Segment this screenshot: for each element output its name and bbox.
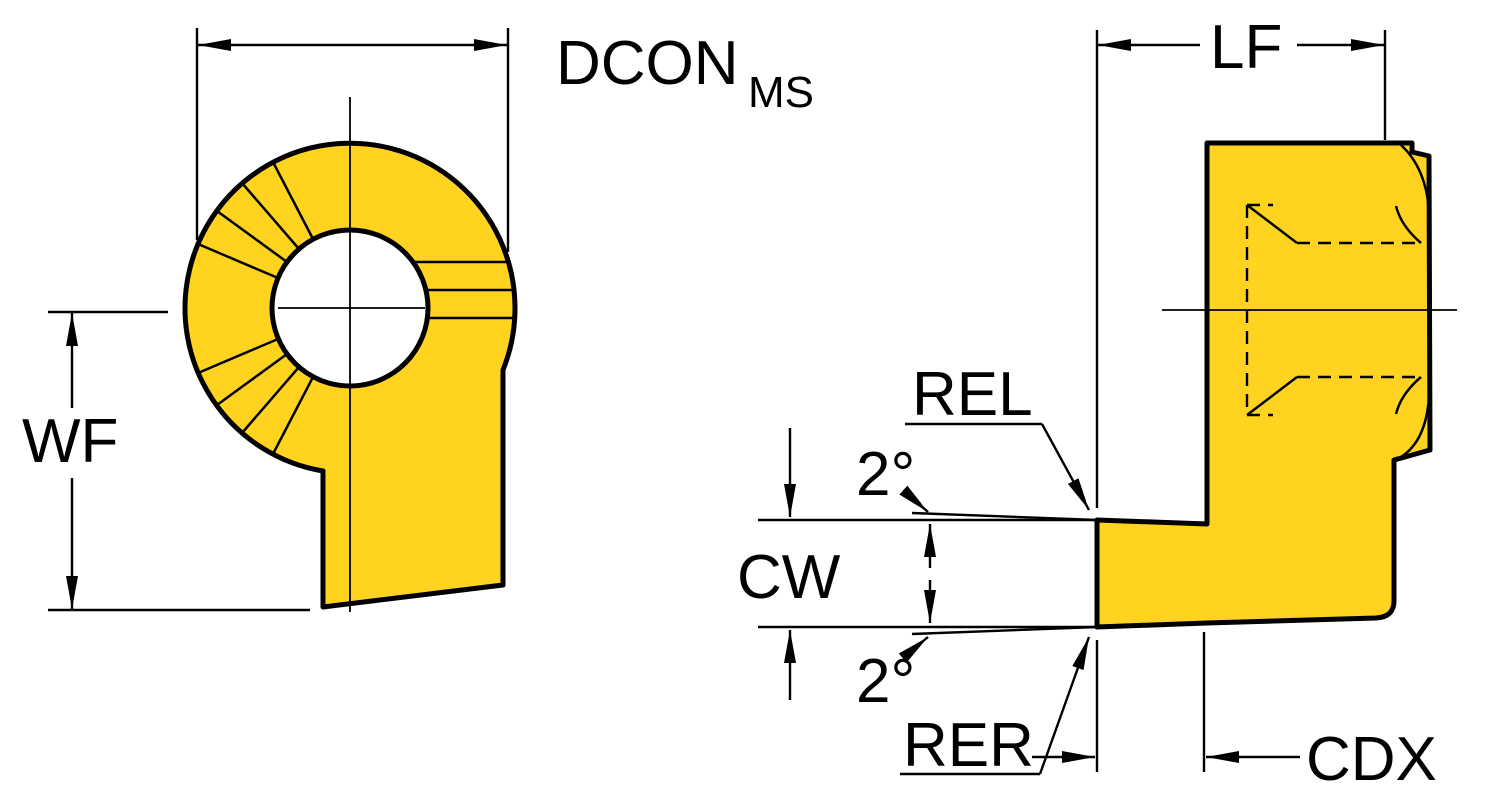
serration-line xyxy=(197,242,279,280)
serration-line xyxy=(216,352,288,407)
serration-line xyxy=(216,209,288,264)
countersink-edge xyxy=(1246,376,1298,416)
countersink-edge xyxy=(1246,204,1298,244)
side-view: LF REL 2° CW 2° RER xyxy=(737,13,1457,794)
lf-label: LF xyxy=(1210,13,1282,82)
bottom-angle-label: 2° xyxy=(856,647,915,716)
bottom-taper-line xyxy=(911,625,1098,636)
rer-leader xyxy=(1038,636,1091,775)
cw-label: CW xyxy=(737,543,841,612)
wf-label: WF xyxy=(22,407,118,476)
rer-label: RER xyxy=(903,711,1034,780)
front-serration-lines xyxy=(197,161,515,455)
rel-leader xyxy=(1040,423,1091,511)
bottom-angle-callout: 2° xyxy=(856,580,936,716)
countersink-arc xyxy=(1394,205,1422,244)
serration-line xyxy=(197,337,279,375)
dcon-dimension: DCON MS xyxy=(195,28,814,252)
silhouette-arc xyxy=(1400,396,1431,459)
cw-dimension: CW xyxy=(737,428,841,700)
countersink-arc xyxy=(1394,376,1422,415)
front-view: DCON MS WF xyxy=(22,28,814,612)
serration-line xyxy=(241,182,300,250)
cylinder-silhouette-arcs xyxy=(1400,144,1431,459)
bottom-angle-leader xyxy=(898,636,929,663)
insert-side-body xyxy=(1094,140,1433,630)
silhouette-arc xyxy=(1400,144,1431,212)
cdx-label: CDX xyxy=(1306,725,1437,794)
rel-callout: REL xyxy=(905,360,1091,511)
top-angle-label: 2° xyxy=(856,440,915,509)
cdx-dimension: CDX xyxy=(1032,632,1437,794)
wf-dimension: WF xyxy=(22,310,310,612)
dcon-label: DCON xyxy=(556,29,739,98)
rer-callout: RER xyxy=(900,636,1091,780)
lf-dimension: LF xyxy=(1095,13,1387,508)
serration-line xyxy=(241,366,300,434)
serration-line xyxy=(271,161,315,240)
front-centerlines xyxy=(278,97,425,612)
taper-reference-lines xyxy=(758,511,1098,636)
serration-line xyxy=(271,376,315,455)
hidden-hole-lines xyxy=(1245,203,1422,417)
top-angle-leader xyxy=(899,485,929,513)
rel-label: REL xyxy=(912,360,1033,429)
top-angle-callout: 2° xyxy=(856,440,936,568)
dcon-subscript-label: MS xyxy=(748,68,814,117)
top-taper-line xyxy=(911,511,1098,522)
